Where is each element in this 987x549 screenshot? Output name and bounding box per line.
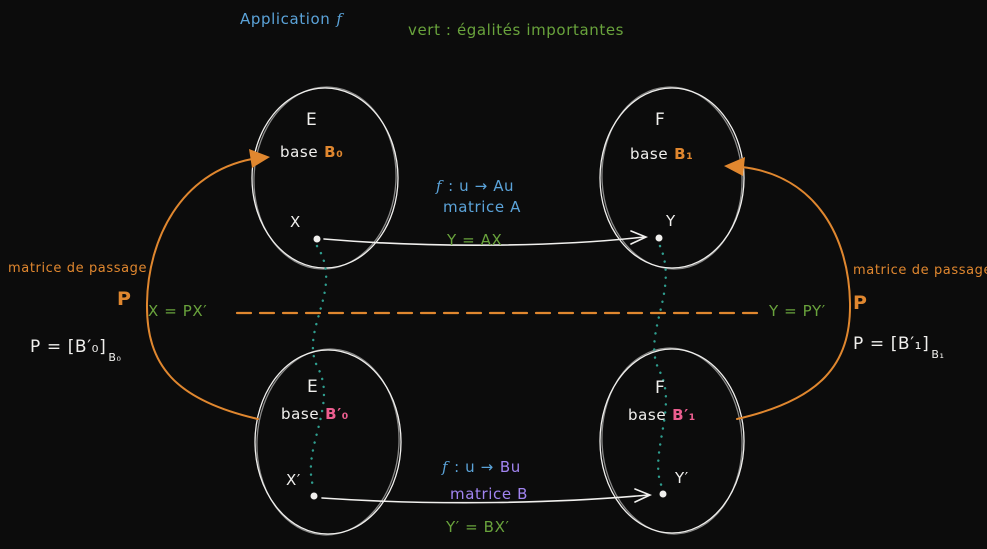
set-ellipse-E-bottom [254, 348, 402, 536]
basis-B1-prime: B′₁ [672, 406, 696, 424]
application-label: Application f [240, 10, 343, 28]
point-label-X: X [290, 213, 301, 231]
formula-subscript: B₁ [931, 348, 945, 361]
passage-label-right: matrice de passage [853, 263, 987, 278]
basis-B0-prime: B′₀ [325, 405, 349, 423]
equation-Y-AX: Y = AX [447, 231, 503, 249]
point-Y-dot [655, 234, 663, 242]
basis-B0: B₀ [324, 143, 344, 161]
formula-main: P = [B′₁] [853, 334, 930, 354]
point-X-dot [313, 235, 321, 243]
point-label-Y: Y [666, 212, 676, 230]
base-word: base [628, 406, 667, 424]
passage-label-left: matrice de passage [8, 261, 148, 276]
map-rule-text: : u → Au [448, 177, 515, 195]
set-name-F-top: F [655, 110, 666, 130]
set-ellipse-E-top [251, 86, 399, 270]
map-arrow-top [323, 230, 649, 246]
map-rule-image: Bu [499, 458, 521, 476]
basis-link-right-dotted [653, 244, 668, 489]
map-rule-top: f : u → Au [436, 177, 514, 195]
map-arrow-bottom [321, 488, 653, 504]
set-ellipse-F-bottom [599, 347, 745, 535]
base-word: base [280, 143, 319, 161]
base-label-bottom-left: base B′₀ [281, 405, 349, 423]
set-name-E-top: E [306, 110, 318, 130]
basis-link-left-dotted [309, 244, 328, 491]
base-label-bottom-right: base B′₁ [628, 406, 696, 424]
passage-arrow-right [724, 157, 852, 420]
equation-Y-PYp: Y = PY′ [769, 302, 826, 320]
set-name-E-bottom: E [307, 377, 319, 397]
passage-symbol-left: P [117, 288, 132, 310]
map-f: f [442, 458, 449, 476]
matrix-B-label: matrice B [450, 485, 528, 503]
map-f: f [436, 177, 443, 195]
base-word: base [281, 405, 320, 423]
application-f: f [336, 10, 343, 28]
point-Yp-dot [659, 490, 667, 498]
passage-arrow-left [145, 149, 270, 420]
base-word: base [630, 145, 669, 163]
equation-Yp-BXp: Y′ = BX′ [446, 518, 510, 536]
point-label-Yp: Y′ [675, 469, 689, 487]
base-label-top-right: base B₁ [630, 145, 693, 163]
map-rule-bottom: f : u → Bu [442, 458, 521, 476]
legend-green: vert : égalités importantes [408, 21, 625, 39]
passage-formula-left: P = [B′₀] B₀ [30, 337, 121, 364]
matrix-A-label: matrice A [443, 198, 521, 216]
equation-X-PXp: X = PX′ [148, 302, 208, 320]
base-label-top-left: base B₀ [280, 143, 343, 161]
map-rule-text: : u → [454, 458, 494, 476]
application-word: Application [240, 10, 331, 28]
point-Xp-dot [310, 492, 318, 500]
passage-formula-right: P = [B′₁] B₁ [853, 334, 944, 361]
formula-main: P = [B′₀] [30, 337, 107, 357]
set-ellipse-F-top [599, 86, 745, 270]
formula-subscript: B₀ [108, 351, 122, 364]
passage-symbol-right: P [853, 292, 868, 314]
basis-B1: B₁ [674, 145, 694, 163]
set-name-F-bottom: F [655, 378, 666, 398]
point-label-Xp: X′ [286, 471, 301, 489]
